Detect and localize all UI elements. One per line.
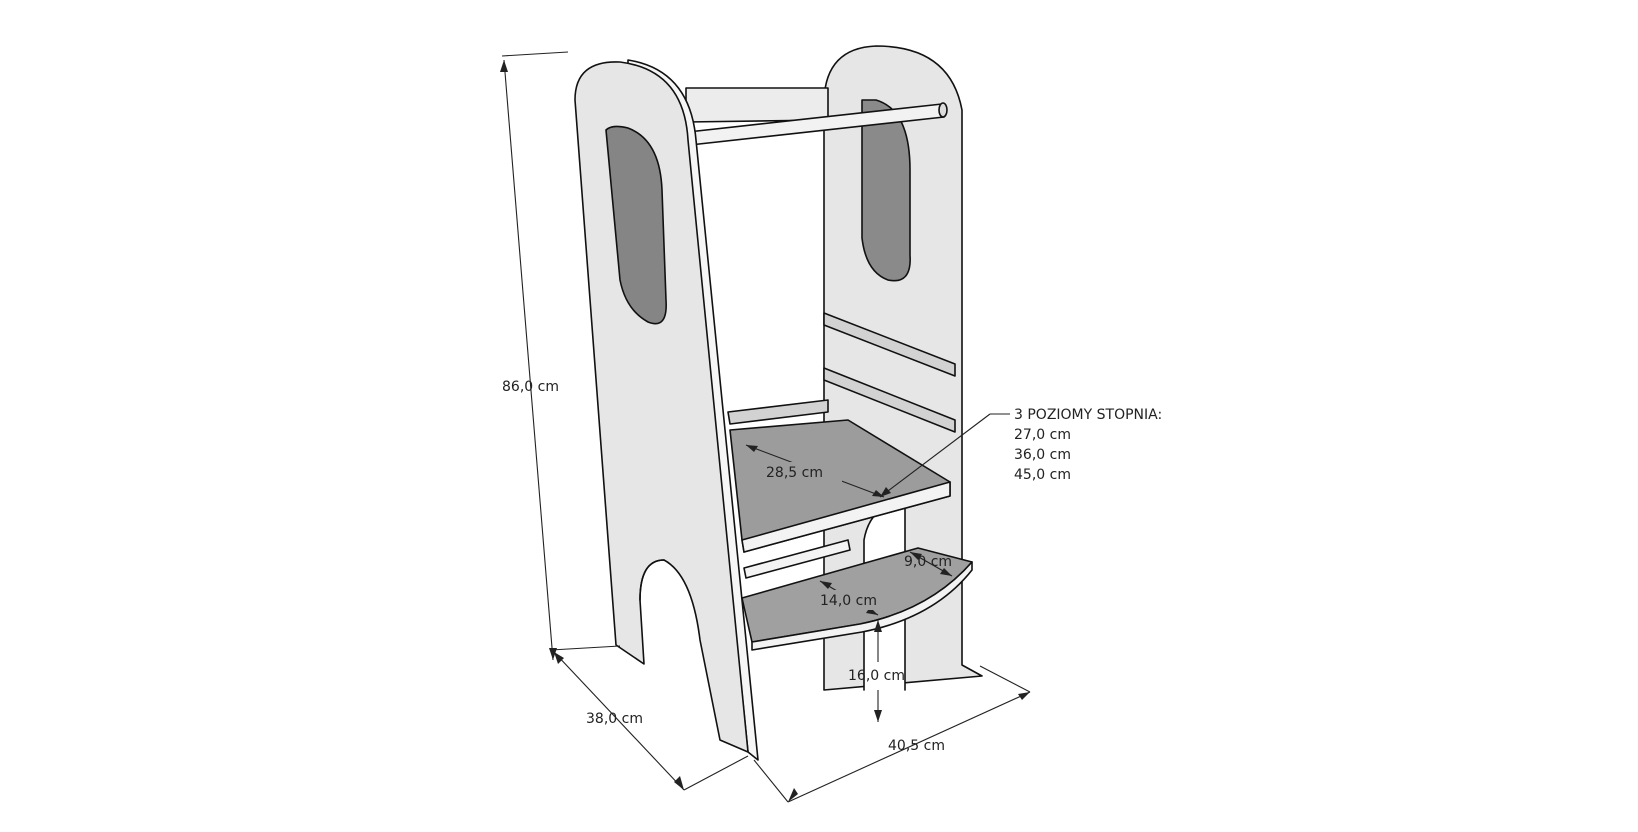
levels-title: 3 POZIOMY STOPNIA: <box>1014 407 1162 423</box>
main-platform <box>729 419 951 553</box>
slot-level-3 <box>727 399 829 425</box>
dimension-platform-depth: 28,5 cm <box>745 444 885 498</box>
slot-level-1 <box>823 312 956 377</box>
level-1-value: 27,0 cm <box>1014 427 1071 443</box>
height-label: 86,0 cm <box>502 379 559 395</box>
annotation-levels-leader: 3 POZIOMY STOPNIA: 27,0 cm 36,0 cm 45,0 … <box>879 407 1162 498</box>
level-2-value: 36,0 cm <box>1014 447 1071 463</box>
left-panel-handle-hole <box>605 125 667 325</box>
dimension-lower-step-width: 9,0 cm <box>904 551 953 577</box>
dimension-lower-step-depth: 14,0 cm <box>818 580 884 616</box>
lower-step-height-label: 16,0 cm <box>848 668 905 684</box>
lower-step-depth-label: 14,0 cm <box>820 593 877 609</box>
left-panel-arch <box>639 559 665 601</box>
dimension-width: 40,5 cm <box>753 665 1031 803</box>
depth-label: 38,0 cm <box>586 711 643 727</box>
back-top-board <box>685 87 829 123</box>
left-side-panel <box>574 59 759 761</box>
width-label: 40,5 cm <box>888 738 945 754</box>
dimension-height: 86,0 cm <box>500 51 621 661</box>
right-panel-handle-hole <box>861 99 911 282</box>
platform-depth-label: 28,5 cm <box>766 465 823 481</box>
dimension-depth: 38,0 cm <box>553 651 749 791</box>
level-3-value: 45,0 cm <box>1014 467 1071 483</box>
slot-level-2 <box>823 367 956 433</box>
lower-step-width-label: 9,0 cm <box>904 554 952 570</box>
dimension-lower-step-height: 16,0 cm <box>848 620 905 722</box>
level-slots <box>727 312 956 433</box>
